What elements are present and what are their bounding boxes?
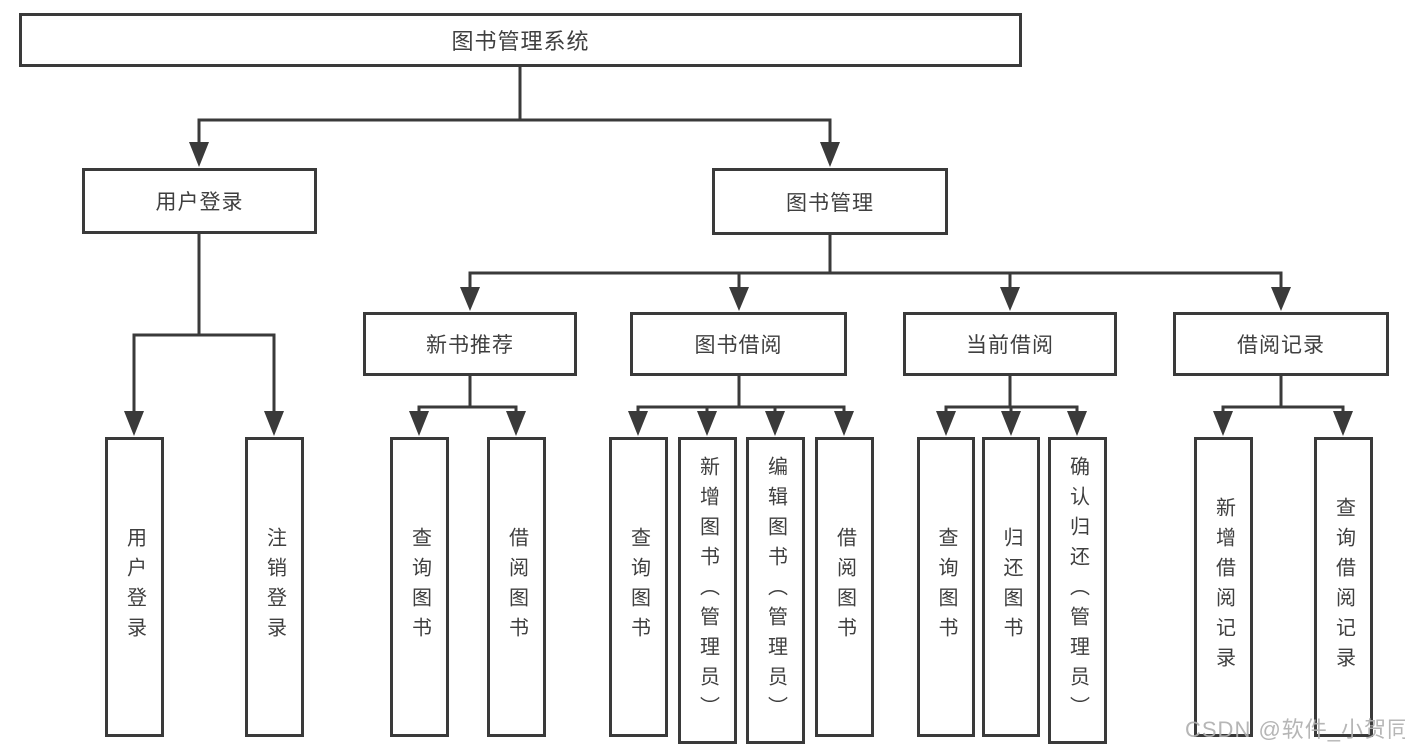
leaf-query-books-recommend-label: 查询图书	[408, 527, 431, 647]
leaf-edit-books-admin: 编辑图书（管理员）	[746, 437, 805, 744]
leaf-confirm-return-admin-label: 确认归还（管理员）	[1066, 455, 1089, 726]
leaf-add-borrow-record: 新增借阅记录	[1194, 437, 1253, 737]
leaf-logout: 注销登录	[245, 437, 304, 737]
node-current-borrowing: 当前借阅	[903, 312, 1117, 376]
leaf-return-books: 归还图书	[982, 437, 1040, 737]
leaf-query-books-recommend: 查询图书	[390, 437, 449, 737]
node-book-borrowing: 图书借阅	[630, 312, 847, 376]
leaf-query-books-borrowing-label: 查询图书	[627, 527, 650, 647]
leaf-user-login-label: 用户登录	[123, 527, 146, 647]
leaf-borrow-books-recommend-label: 借阅图书	[505, 527, 528, 647]
node-root: 图书管理系统	[19, 13, 1022, 67]
leaf-edit-books-admin-label: 编辑图书（管理员）	[764, 455, 787, 726]
leaf-query-borrow-record: 查询借阅记录	[1314, 437, 1373, 737]
node-new-book-recommend-label: 新书推荐	[426, 334, 514, 357]
node-root-label: 图书管理系统	[451, 29, 590, 54]
node-borrowing-records: 借阅记录	[1173, 312, 1389, 376]
node-borrowing-records-label: 借阅记录	[1237, 334, 1325, 357]
leaf-borrow-books-recommend: 借阅图书	[487, 437, 546, 737]
node-book-borrowing-label: 图书借阅	[694, 334, 783, 357]
leaf-add-books-admin: 新增图书（管理员）	[678, 437, 737, 744]
node-current-borrowing-label: 当前借阅	[966, 334, 1054, 357]
node-book-management-label: 图书管理	[786, 191, 874, 215]
leaf-query-books-current: 查询图书	[917, 437, 975, 737]
leaf-borrow-books: 借阅图书	[815, 437, 874, 737]
leaf-query-borrow-record-label: 查询借阅记录	[1332, 497, 1355, 677]
leaf-confirm-return-admin: 确认归还（管理员）	[1048, 437, 1107, 744]
leaf-return-books-label: 归还图书	[1000, 527, 1022, 647]
node-user-login: 用户登录	[82, 168, 317, 234]
leaf-logout-label: 注销登录	[263, 527, 286, 647]
leaf-add-borrow-record-label: 新增借阅记录	[1212, 497, 1235, 677]
leaf-query-books-current-label: 查询图书	[935, 527, 957, 647]
leaf-add-books-admin-label: 新增图书（管理员）	[696, 455, 719, 726]
leaf-borrow-books-label: 借阅图书	[833, 527, 856, 647]
node-new-book-recommend: 新书推荐	[363, 312, 577, 376]
leaf-user-login: 用户登录	[105, 437, 164, 737]
leaf-query-books-borrowing: 查询图书	[609, 437, 668, 737]
node-user-login-label: 用户登录	[155, 191, 244, 214]
node-book-management: 图书管理	[712, 168, 948, 235]
